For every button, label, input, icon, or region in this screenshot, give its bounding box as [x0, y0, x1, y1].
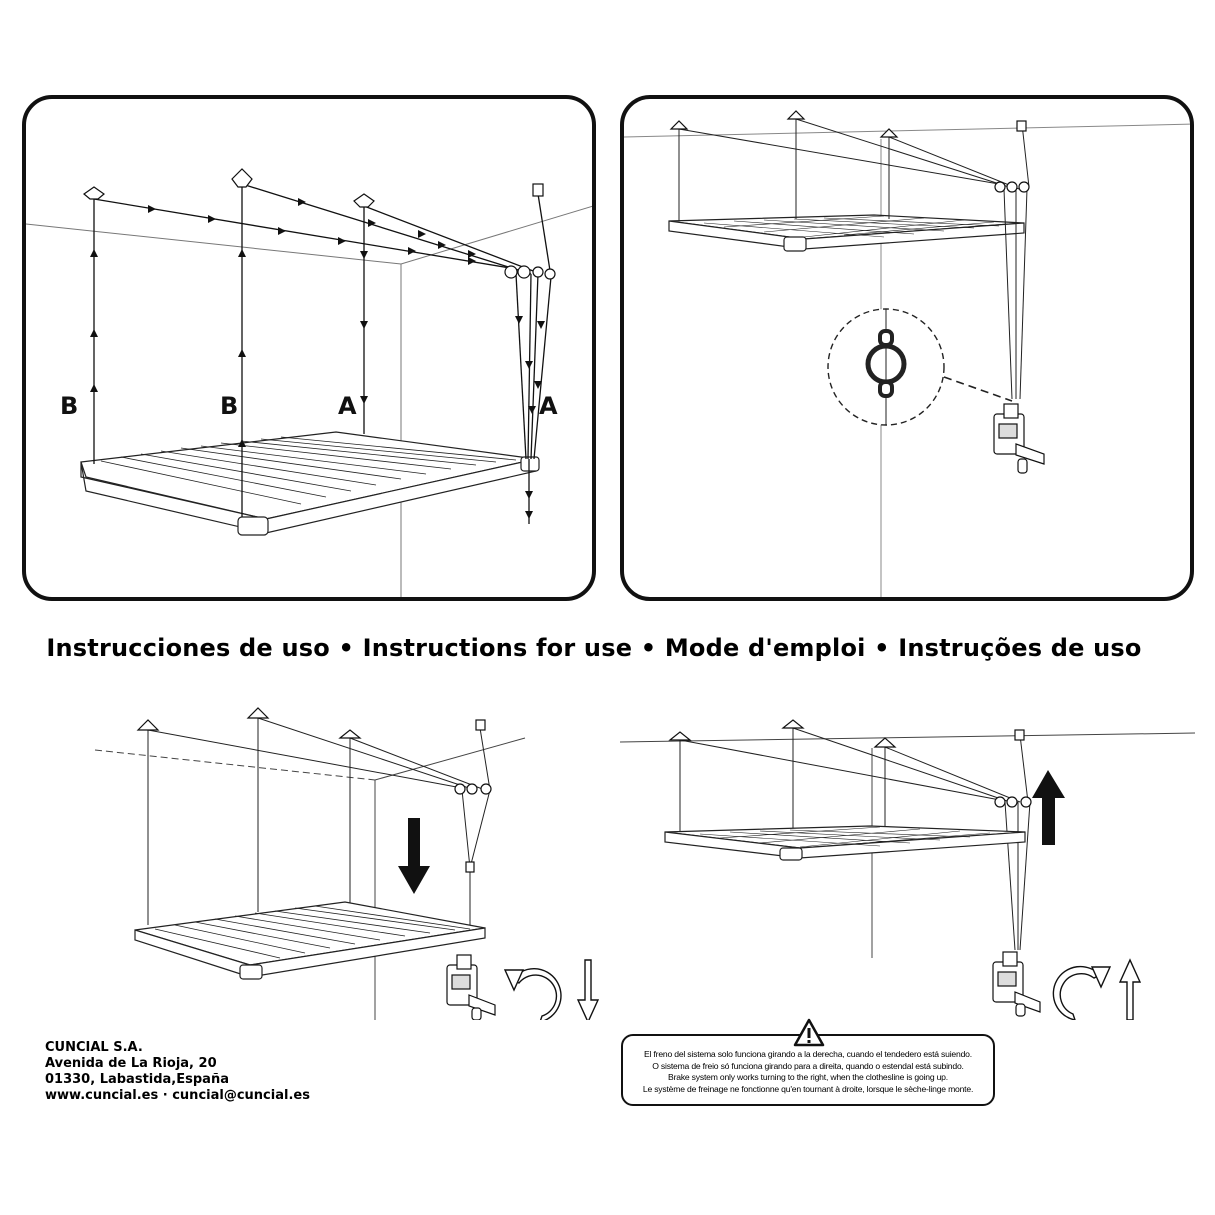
zoom-detail-link: [827, 308, 1013, 426]
company-street: Avenida de La Rioja, 20: [45, 1056, 217, 1071]
panel-rope-routing: B B A A: [22, 95, 596, 601]
label-b-middle: B: [220, 392, 238, 420]
warning-text-pt: O sistema de freio só funciona girando p…: [652, 1060, 964, 1071]
up-arrow-icon: [1032, 770, 1065, 845]
drying-rack: [668, 214, 1025, 252]
drying-rack: [134, 901, 486, 980]
winch-icon: [992, 951, 1041, 1017]
rope-routing-diagram: B B A A: [26, 168, 592, 597]
winch-icon: [446, 954, 496, 1020]
winch-connection-diagram: [624, 110, 1190, 597]
ceiling-bracket-icons: [136, 707, 492, 873]
company-web-email[interactable]: www.cuncial.es · cuncial@cuncial.es: [45, 1088, 310, 1103]
label-a-right: A: [539, 392, 558, 420]
company-address-block: CUNCIAL S.A. Avenida de La Rioja, 20 013…: [45, 1040, 310, 1104]
rotate-counterclockwise-icon: [503, 967, 562, 1020]
panel-winch-connection: [620, 95, 1194, 601]
label-a-middle: A: [338, 392, 357, 420]
thin-up-arrow-icon: [1118, 958, 1142, 1020]
ceiling-bracket-icons: [83, 168, 556, 280]
warning-text-fr: Le système de freinage ne fonctionne qu'…: [642, 1083, 974, 1094]
label-b-left: B: [60, 392, 78, 420]
thin-down-arrow-icon: [576, 959, 600, 1020]
winch-icon: [993, 403, 1045, 474]
warning-text-es: El freno del sistema solo funciona giran…: [644, 1049, 972, 1059]
drying-rack: [664, 825, 1026, 861]
ceiling-bracket-icons: [668, 719, 1032, 808]
rotate-clockwise-icon: [1052, 965, 1112, 1020]
warning-text-en: Brake system only works turning to the r…: [668, 1072, 948, 1082]
warning-triangle-icon: [793, 1018, 825, 1047]
down-arrow-icon: [398, 818, 430, 894]
raising-diagram: [619, 719, 1196, 1020]
page-title: Instrucciones de uso • Instructions for …: [46, 634, 1142, 662]
company-name: CUNCIAL S.A.: [45, 1040, 143, 1055]
company-city: 01330, Labastida,España: [45, 1072, 229, 1087]
ceiling-bracket-icons: [669, 110, 1030, 193]
lowering-diagram: [94, 707, 600, 1020]
drying-rack: [80, 431, 540, 536]
